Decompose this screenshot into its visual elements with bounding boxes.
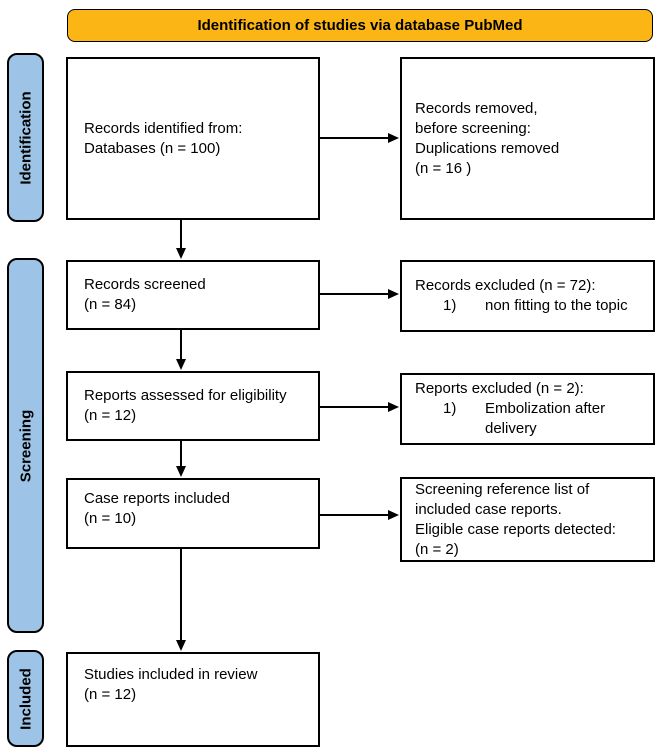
arrow-identified-to-removed	[320, 132, 399, 144]
box-case-reports-included: Case reports included (n = 10)	[66, 478, 320, 549]
list-item-number: 1)	[443, 297, 457, 314]
arrow-shaft	[180, 441, 182, 466]
phase-label-screening: Screening	[7, 258, 44, 633]
box-text-line: Records screened	[84, 276, 206, 293]
arrow-head-icon	[388, 402, 399, 412]
box-records-identified: Records identified from: Databases (n = …	[66, 57, 320, 220]
arrow-shaft	[180, 549, 182, 640]
box-text-line: (n = 12)	[84, 686, 137, 703]
box-reference-list-screening: Screening reference list of included cas…	[400, 477, 655, 562]
arrow-screened-to-excluded	[320, 288, 399, 300]
arrow-shaft	[320, 137, 388, 139]
box-text-line: Reports assessed for eligibility	[84, 387, 287, 404]
phase-label-screening-text: Screening	[17, 409, 34, 482]
box-text-line: (n = 10)	[84, 510, 137, 527]
arrow-shaft	[320, 293, 388, 295]
excluded-reason-item: 1) Embolization after delivery	[415, 399, 645, 439]
arrow-head-icon	[388, 510, 399, 520]
box-text-line: Records excluded (n = 72):	[415, 277, 596, 294]
arrow-head-icon	[176, 359, 186, 370]
diagram-title: Identification of studies via database P…	[197, 17, 523, 34]
arrow-shaft	[320, 514, 388, 516]
box-records-screened: Records screened (n = 84)	[66, 260, 320, 330]
box-text-line: included case reports.	[415, 500, 562, 518]
arrow-shaft	[180, 330, 182, 359]
box-text-line: Case reports included	[84, 490, 230, 507]
arrow-head-icon	[176, 466, 186, 477]
arrow-identified-to-screened	[175, 220, 187, 259]
arrow-head-icon	[388, 289, 399, 299]
phase-label-identification: Identification	[7, 53, 44, 222]
list-item-text-line: delivery	[485, 420, 537, 437]
arrow-screened-to-assessed	[175, 330, 187, 370]
list-item-number: 1)	[443, 400, 457, 417]
box-text-line: (n = 16 )	[415, 159, 472, 177]
box-text-line: (n = 2)	[415, 540, 459, 558]
arrow-case-to-studies	[175, 549, 187, 651]
diagram-title-banner: Identification of studies via database P…	[67, 9, 653, 42]
arrow-head-icon	[388, 133, 399, 143]
arrow-shaft	[320, 406, 388, 408]
arrow-head-icon	[176, 640, 186, 651]
list-item-text: Embolization after delivery	[485, 399, 605, 439]
box-text-line: Screening reference list of	[415, 480, 590, 498]
box-text-line: (n = 84)	[84, 296, 137, 313]
box-text-line: Databases (n = 100)	[84, 139, 221, 157]
phase-label-included: Included	[7, 650, 44, 747]
arrow-assessed-to-excluded	[320, 401, 399, 413]
phase-label-identification-text: Identification	[17, 90, 34, 185]
box-text-line: Records identified from:	[84, 119, 243, 137]
arrow-head-icon	[176, 248, 186, 259]
excluded-reason-item: 1) non fitting to the topic	[415, 296, 645, 316]
box-studies-included: Studies included in review (n = 12)	[66, 652, 320, 747]
box-text-line: (n = 12)	[84, 407, 137, 424]
box-text-line: Duplications removed	[415, 139, 560, 157]
phase-label-included-text: Included	[17, 667, 34, 730]
box-text-line: Eligible case reports detected:	[415, 520, 616, 538]
box-reports-excluded: Reports excluded (n = 2): 1) Embolizatio…	[400, 373, 655, 445]
list-item-text: non fitting to the topic	[485, 297, 628, 314]
arrow-assessed-to-case	[175, 441, 187, 477]
box-text-line: Studies included in review	[84, 666, 258, 683]
box-text-line: before screening:	[415, 119, 531, 137]
box-records-excluded: Records excluded (n = 72): 1) non fittin…	[400, 260, 655, 332]
box-records-removed: Records removed, before screening: Dupli…	[400, 57, 655, 220]
box-reports-assessed: Reports assessed for eligibility (n = 12…	[66, 371, 320, 441]
box-text-line: Reports excluded (n = 2):	[415, 380, 584, 397]
list-item-text-line: Embolization after	[485, 400, 606, 417]
box-text-line: Records removed,	[415, 99, 538, 117]
arrow-shaft	[180, 220, 182, 248]
arrow-case-to-reference	[320, 509, 399, 521]
